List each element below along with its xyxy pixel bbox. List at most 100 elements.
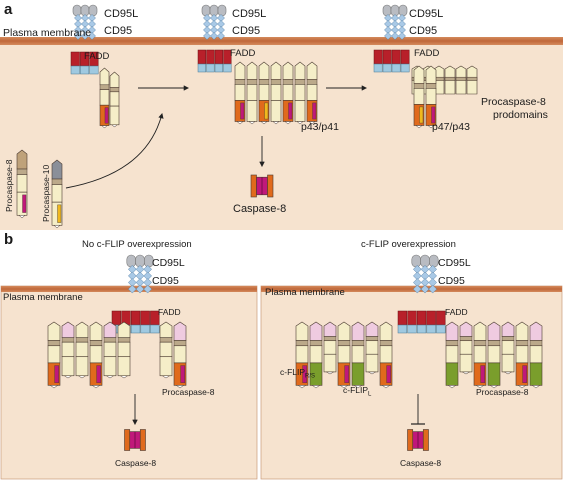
cd95-label-bl: CD95 [152,275,179,287]
br-molecule-5-catalytic [365,353,379,373]
a3-fadd-ded [373,63,383,73]
bl-procasp-0-subunit [54,365,59,383]
a-free-procasp8-tip [18,215,26,219]
panel-b-label: b [4,231,14,248]
a3-procasp-0-ded [413,88,425,105]
bl-procasp-5-top [117,321,131,338]
fadd-label-a1: FADD [84,51,110,62]
bl-fadd-dd [140,310,150,326]
a2-procasp-6-linker [306,79,318,85]
bl-procasp-6-catalytic [159,356,173,377]
bl-procasp-6-top [159,321,173,338]
br-molecule-13-top [529,321,543,341]
br-receptor [428,284,438,294]
a2-procasp-0-linker [234,79,246,85]
a3-prodomain-3-band [444,76,456,81]
br-molecule-12-tip [517,385,527,389]
a1-fadd-ded [70,65,80,75]
br-molecule-7-top [445,321,459,341]
a2-receptor [210,32,218,40]
br-ligand [429,254,439,268]
a2-procasp-2-subunit [264,102,269,120]
br-molecule-12-top [515,321,529,341]
a2-ligand [217,4,227,17]
br-molecule-3-top [337,321,351,341]
a3-receptor [384,32,392,40]
br-molecule-11-ded [501,340,515,355]
br-molecule-0-linker [295,340,309,347]
bl-receptor [135,284,145,294]
bl-procasp-1-catalytic [61,356,75,377]
a3-procasp-1-linker [425,83,437,89]
bl-procasp-6-ded [159,341,173,358]
a1-receptor [74,32,82,40]
br-molecule-3-subunit [344,365,350,383]
br-fadd-dd [426,310,436,326]
br-fadd-dd [416,310,427,326]
procaspase8-label-br: Procaspase-8 [476,387,529,397]
a2-fadd-ded [223,63,232,73]
a3-fadd-ded [400,63,410,73]
a2-procasp-3-ded [270,84,282,101]
bl-caspase8-p18-left [124,429,131,451]
br-molecule-7-tip [447,385,457,389]
fadd-label-bl: FADD [158,307,181,317]
bl-procasp-0-ded [47,345,61,364]
bl-procasp-2-ded [75,341,89,358]
br-molecule-12-subunit [522,365,527,383]
a3-procasp-0-linker [413,83,425,89]
a-free-procasp10-ded [51,184,63,203]
caspase8-label-bl: Caspase-8 [115,458,157,468]
br-molecule-9-linker [473,340,487,347]
bl-procasp-0-top [47,321,61,341]
a2-procasp-0-top [234,61,246,80]
br-molecule-11-tip [503,371,513,375]
a3-procasp-1-top [425,65,437,84]
br-molecule-6-ded [379,345,393,364]
cd95-label-a1: CD95 [104,25,133,37]
br-caspase8-p18-left [407,429,414,451]
bl-procasp-3-tip [91,385,101,389]
a3-receptor [391,32,399,40]
bl-fadd-ded [130,324,141,334]
a2-procasp-2-top [258,61,270,80]
a3-fadd-ded [391,63,401,73]
a3-fadd-dd [382,49,392,65]
br-molecule-4-linker [351,340,365,347]
a2-procasp-5-linker [294,79,306,85]
a2-procasp-6-ded [306,84,318,101]
br-molecule-13-linker [529,340,543,347]
bl-procasp-1-top [61,321,75,338]
br-molecule-11-catalytic [501,353,515,373]
br-molecule-13-ded [529,345,543,364]
a2-procasp-1-tip [248,121,256,125]
a2-fadd-dd [197,49,206,65]
br-molecule-10-top [487,321,501,341]
a-caspase8-p18-right [267,174,274,198]
a3-ligand [398,4,408,17]
a2-procasp-4-subunit [288,102,293,120]
bl-procasp-4-linker [103,337,117,343]
br-molecule-1-tip [311,385,321,389]
bl-procasp-6-tip [161,375,171,379]
a2-procasp-0-tip [236,121,244,125]
bl-receptor [127,284,137,294]
a2-procasp-1-catalytic [246,100,258,122]
a-free-procasp8-linker [16,168,28,175]
bl-procasp-7-top [173,321,187,341]
a2-receptor [203,32,211,40]
bl-fadd-dd [111,310,122,326]
a2-fadd-ded [197,63,206,73]
a2-procasp-5-top [294,61,306,80]
a-free-procasp10-linker [51,178,63,185]
br-molecule-1-linker [309,340,323,347]
bl-procasp-1-tip [63,375,73,379]
a2-procasp-1-top [246,61,258,80]
br-molecule-2-top [323,321,337,337]
br-ligand [411,254,421,268]
plasma-membrane-label-br: Plasma membrane [265,287,345,298]
bl-fadd-ded [150,324,160,334]
br-molecule-1-top [309,321,323,341]
cd95l-label-a2: CD95L [232,8,267,20]
